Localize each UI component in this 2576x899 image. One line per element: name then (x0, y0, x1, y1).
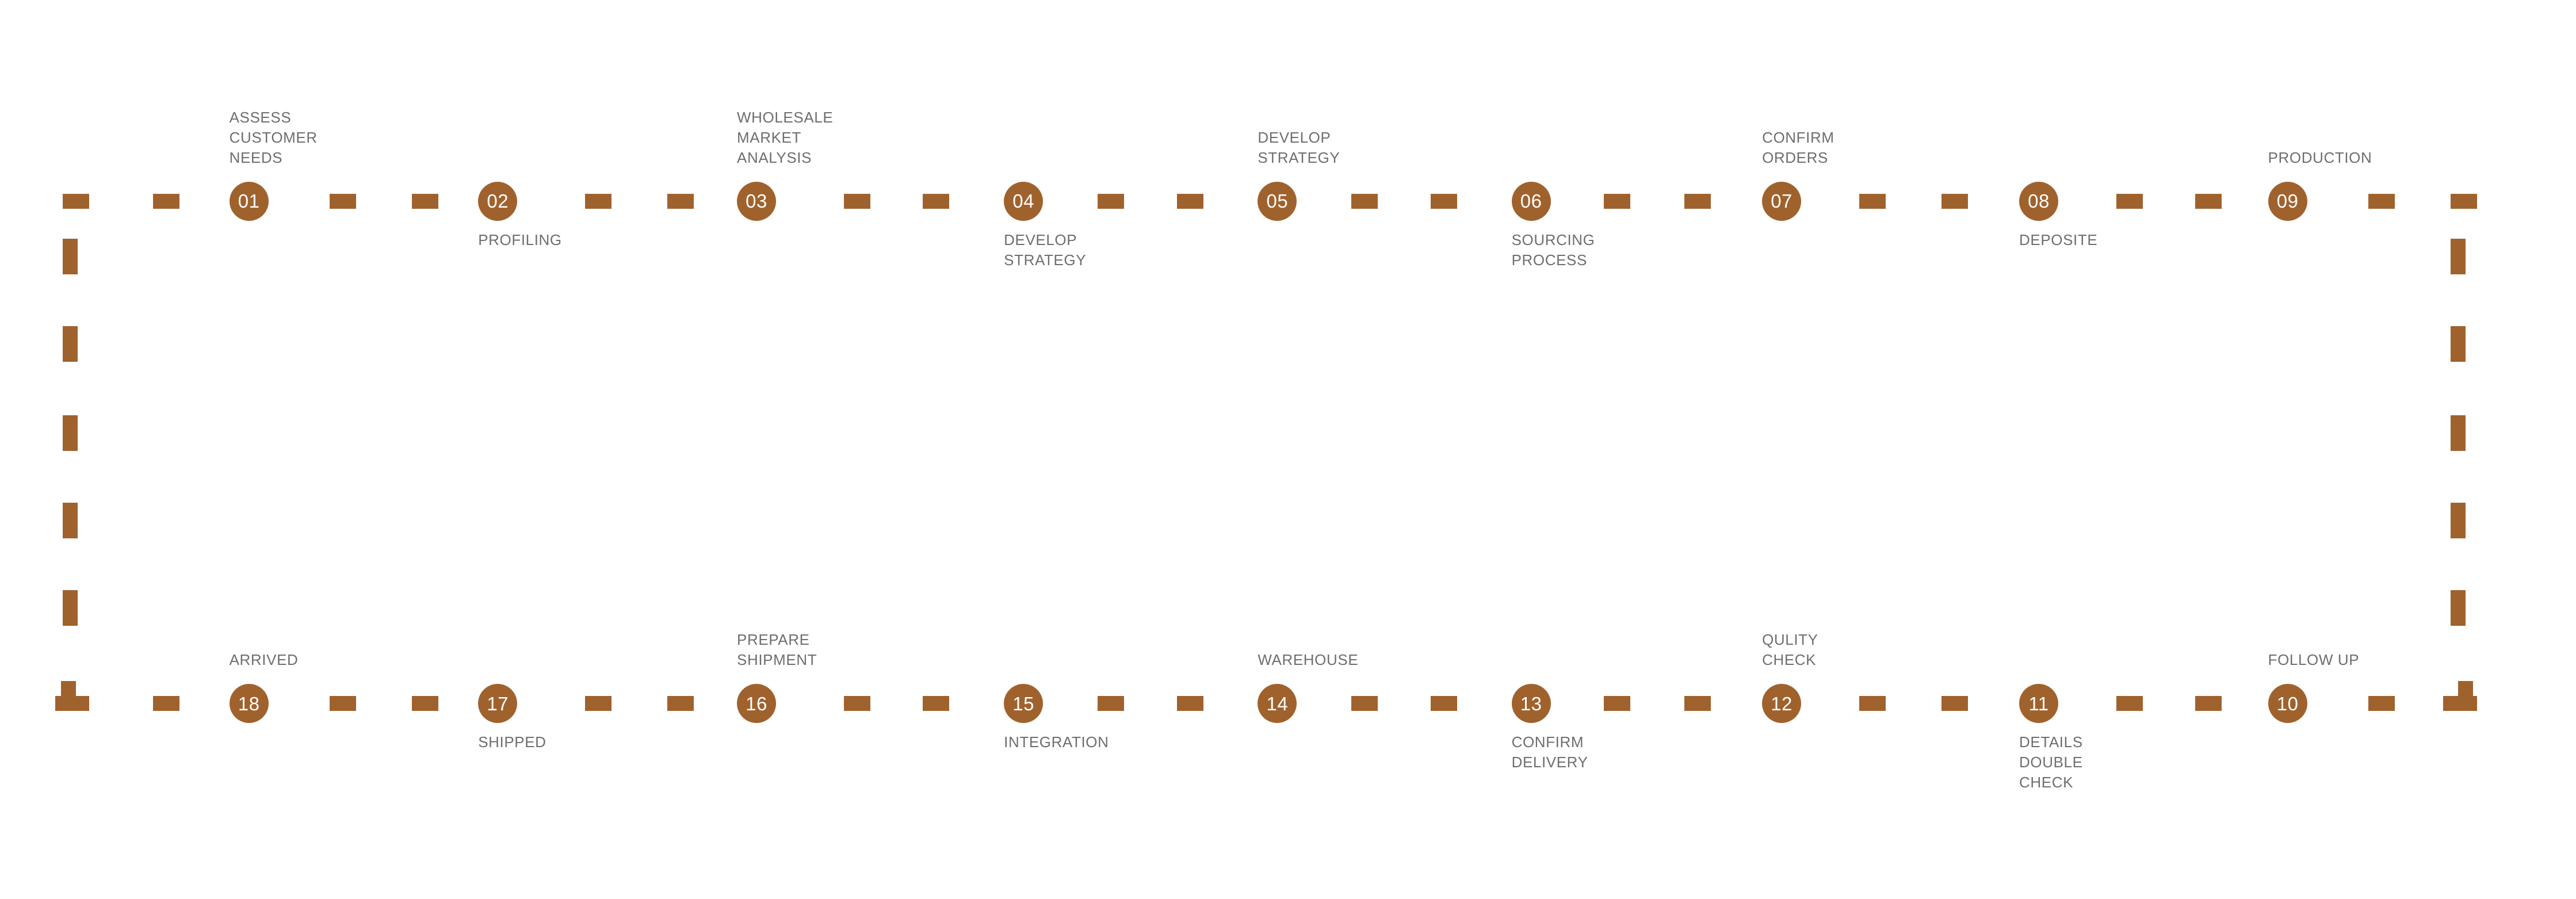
step-label-05: DEVELOP STRATEGY (1258, 128, 1340, 166)
step-node-09[interactable]: 09 (2268, 181, 2307, 221)
connector-dash-bottom-11 (1430, 696, 1457, 711)
step-label-09: PRODUCTION (2268, 148, 2372, 166)
step-label-01: ASSESS CUSTOMER NEEDS (229, 108, 318, 166)
step-node-15[interactable]: 15 (1004, 684, 1044, 724)
connector-dash-top-1 (153, 193, 180, 209)
connector-dash-right-3 (2451, 502, 2466, 538)
connector-dash-bottom-8 (1098, 696, 1125, 711)
connector-dash-bottom-4 (585, 696, 612, 711)
connector-dash-left-1 (62, 326, 78, 362)
connector-dash-bottom-12 (1603, 696, 1630, 711)
step-node-01[interactable]: 01 (229, 181, 269, 221)
step-label-08: DEPOSITE (2019, 231, 2098, 248)
connector-dash-left-3 (62, 502, 78, 538)
connector-dash-top-16 (2116, 193, 2143, 209)
step-label-02: PROFILING (478, 231, 562, 248)
connector-dash-bottom-10 (1351, 696, 1378, 711)
step-node-14[interactable]: 14 (1258, 684, 1297, 724)
connector-dash-top-19 (2451, 193, 2478, 209)
step-label-10: FOLLOW UP (2268, 651, 2360, 669)
connector-dash-top-7 (923, 193, 950, 209)
connector-dash-top-4 (585, 193, 612, 209)
connector-dash-top-5 (667, 193, 694, 209)
connector-dash-bottom-6 (843, 696, 870, 711)
step-label-17: SHIPPED (478, 733, 546, 751)
connector-dash-top-9 (1176, 193, 1203, 209)
connector-dash-top-0 (62, 193, 89, 209)
step-label-13: CONFIRM DELIVERY (1511, 733, 1588, 771)
connector-dash-bottom-16 (2116, 696, 2143, 711)
connector-dash-top-2 (330, 193, 356, 209)
step-label-16: PREPARE SHIPMENT (737, 631, 817, 669)
step-node-12[interactable]: 12 (1762, 684, 1802, 724)
connector-corner-bottom-left-horizontal-arm (55, 696, 85, 711)
connector-corner-bottom-left (55, 681, 85, 711)
connector-dash-top-17 (2195, 193, 2222, 209)
step-node-02[interactable]: 02 (478, 181, 518, 221)
connector-dash-top-11 (1430, 193, 1457, 209)
step-label-06: SOURCING PROCESS (1511, 231, 1595, 269)
connector-corner-bottom-right-horizontal-arm (2443, 696, 2474, 711)
connector-dash-top-3 (412, 193, 439, 209)
connector-dash-top-14 (1859, 193, 1886, 209)
step-label-04: DEVELOP STRATEGY (1004, 231, 1087, 269)
step-node-17[interactable]: 17 (478, 684, 518, 724)
step-node-10[interactable]: 10 (2268, 684, 2307, 724)
step-label-12: QULITY CHECK (1762, 631, 1818, 669)
step-label-03: WHOLESALE MARKET ANALYSIS (737, 108, 834, 166)
step-node-03[interactable]: 03 (737, 181, 777, 221)
step-label-18: ARRIVED (229, 651, 299, 669)
step-label-15: INTEGRATION (1004, 733, 1109, 751)
connector-dash-bottom-17 (2195, 696, 2222, 711)
step-node-08[interactable]: 08 (2019, 181, 2058, 221)
connector-dash-top-12 (1603, 193, 1630, 209)
step-node-06[interactable]: 06 (1511, 181, 1551, 221)
connector-dash-right-1 (2451, 326, 2466, 362)
step-node-04[interactable]: 04 (1004, 181, 1044, 221)
step-node-13[interactable]: 13 (1511, 684, 1551, 724)
connector-dash-top-8 (1098, 193, 1125, 209)
connector-dash-bottom-18 (2368, 696, 2395, 711)
connector-dash-bottom-9 (1176, 696, 1203, 711)
step-node-05[interactable]: 05 (1258, 181, 1297, 221)
step-label-07: CONFIRM ORDERS (1762, 128, 1834, 166)
connector-dash-bottom-3 (412, 696, 439, 711)
connector-dash-bottom-7 (923, 696, 950, 711)
connector-dash-bottom-2 (330, 696, 356, 711)
connector-dash-top-6 (843, 193, 870, 209)
step-node-16[interactable]: 16 (737, 684, 777, 724)
connector-dash-top-18 (2368, 193, 2395, 209)
step-label-14: WAREHOUSE (1258, 651, 1359, 669)
step-node-11[interactable]: 11 (2019, 684, 2058, 724)
connector-dash-bottom-13 (1684, 696, 1711, 711)
connector-dash-right-4 (2451, 590, 2466, 626)
connector-dash-bottom-15 (1941, 696, 1968, 711)
connector-dash-bottom-1 (153, 696, 180, 711)
connector-dash-left-2 (62, 415, 78, 451)
connector-dash-left-4 (62, 590, 78, 626)
connector-dash-right-0 (2451, 239, 2466, 275)
connector-corner-bottom-right (2443, 681, 2474, 711)
connector-dash-bottom-5 (667, 696, 694, 711)
connector-dash-top-10 (1351, 193, 1378, 209)
step-node-18[interactable]: 18 (229, 684, 269, 724)
connector-dash-top-15 (1941, 193, 1968, 209)
step-label-11: DETAILS DOUBLE CHECK (2019, 733, 2083, 791)
connector-dash-left-0 (62, 239, 78, 275)
connector-dash-bottom-14 (1859, 696, 1886, 711)
connector-dash-right-2 (2451, 415, 2466, 451)
step-node-07[interactable]: 07 (1762, 181, 1802, 221)
connector-dash-top-13 (1684, 193, 1711, 209)
